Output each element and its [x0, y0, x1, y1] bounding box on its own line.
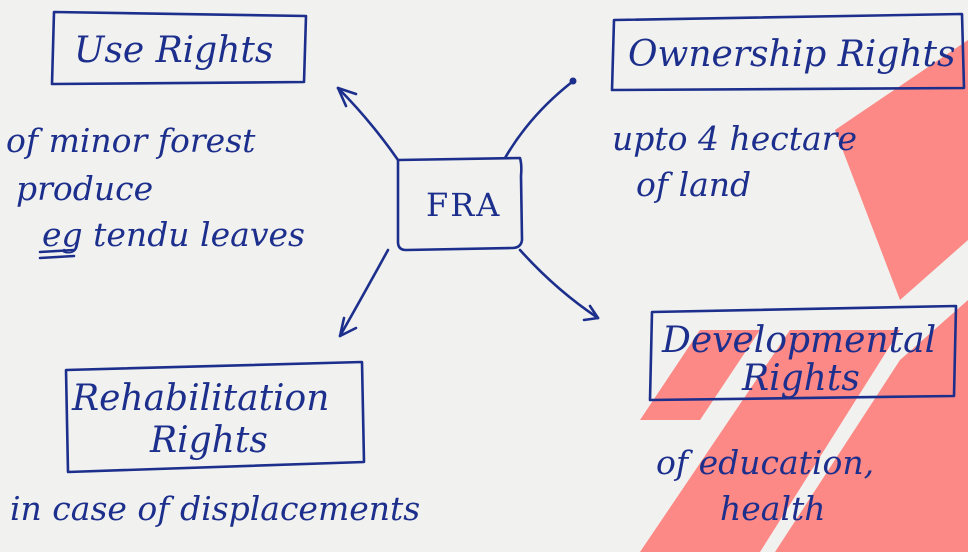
ownership-rights-box [610, 12, 966, 92]
center-node-box [396, 156, 524, 252]
node-ownership-rights: Ownership Rights upto 4 hectare of land [610, 12, 966, 204]
rehabilitation-rights-title-line-1: Rehabilitation [71, 378, 329, 419]
developmental-rights-box [648, 304, 958, 402]
arrow-head-rehabilitation [338, 316, 358, 338]
arrow-to-use-rights [336, 86, 400, 162]
use-rights-note-line-1: of minor forest [6, 121, 256, 160]
arrow-to-developmental-rights [518, 248, 600, 320]
node-rehabilitation-rights: Rehabilitation Rights in case of displac… [10, 360, 420, 528]
use-rights-note-line-3: eg tendu leaves [42, 215, 305, 254]
center-node: FRA [396, 156, 524, 252]
arrow-head-developmental [582, 304, 600, 322]
arrow-dot-ownership [569, 77, 577, 85]
developmental-rights-title-line-1: Developmental [661, 320, 936, 361]
rehabilitation-rights-title-line-2: Rights [149, 420, 268, 461]
watermark-logo [640, 40, 968, 552]
arrow-head-use-rights [336, 86, 358, 108]
developmental-rights-note-line-2: health [720, 489, 826, 528]
use-rights-box [50, 10, 308, 86]
arrow-to-rehabilitation-rights [338, 248, 390, 338]
developmental-rights-note-line-1: of education, [656, 443, 874, 482]
ownership-rights-note-line-1: upto 4 hectare [612, 119, 857, 158]
use-rights-eg-underline [38, 248, 76, 260]
node-developmental-rights: Developmental Rights of education, healt… [648, 304, 958, 528]
center-node-label: FRA [426, 186, 501, 224]
ownership-rights-note-line-2: of land [636, 165, 751, 204]
rehabilitation-rights-box [64, 360, 366, 474]
use-rights-note-line-2: produce [16, 169, 153, 208]
connector-arrows [336, 77, 600, 338]
developmental-rights-title-line-2: Rights [741, 358, 860, 399]
node-use-rights: Use Rights of minor forest produce eg te… [6, 10, 308, 260]
use-rights-title: Use Rights [74, 30, 273, 71]
arrow-to-ownership-rights [503, 80, 574, 160]
ownership-rights-title: Ownership Rights [628, 34, 955, 75]
rehabilitation-rights-note-line-1: in case of displacements [10, 489, 420, 528]
